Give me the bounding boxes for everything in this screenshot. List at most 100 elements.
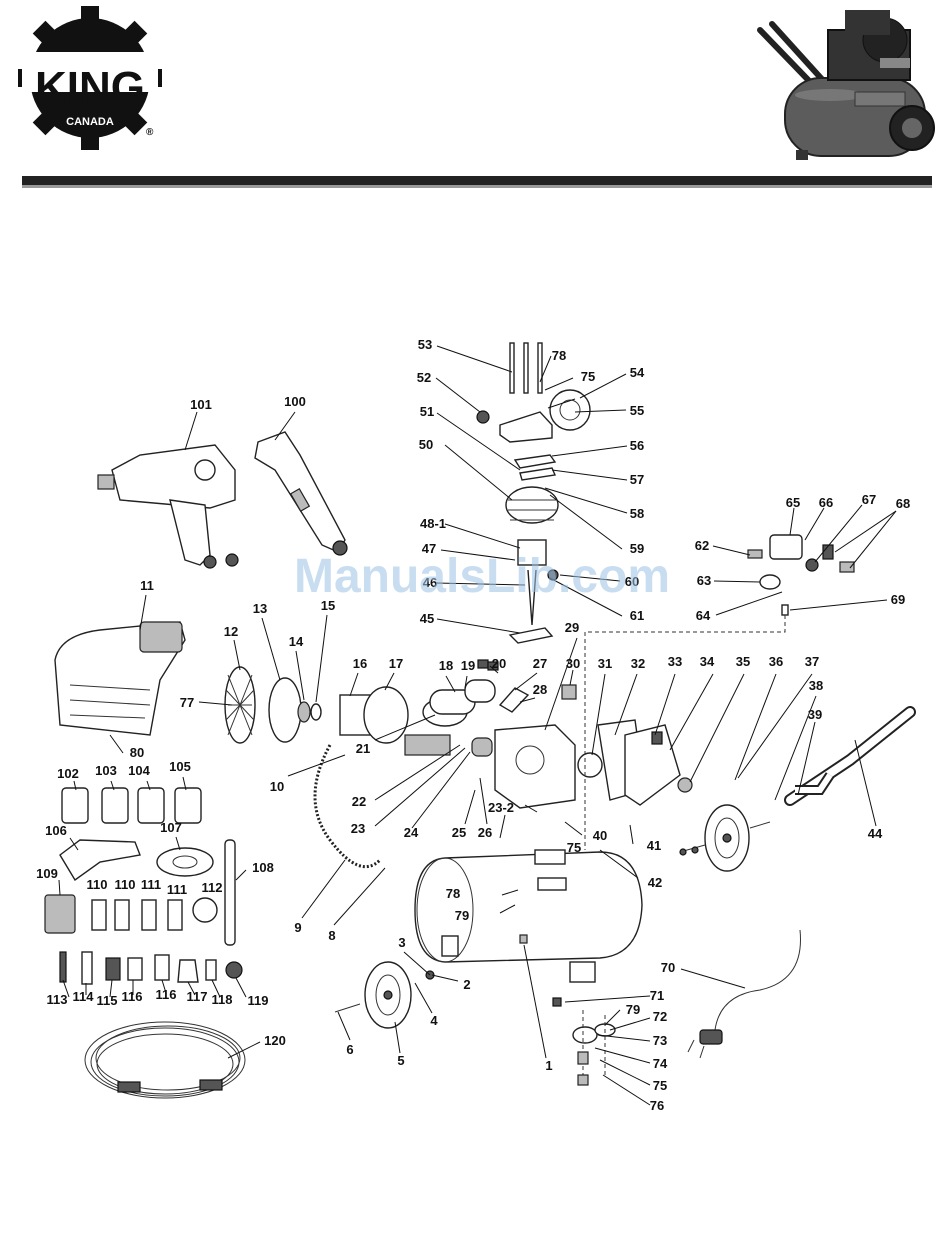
callout-79-tank: 79 [455,908,469,923]
callout-17: 17 [389,656,403,671]
callout-72: 72 [653,1009,667,1024]
callout-52: 52 [417,370,431,385]
impact-wrench-drawing [97,444,239,569]
header-rule-shadow [22,185,932,188]
cylinder-head-drawing [476,342,591,644]
callout-110b: 110 [115,877,136,892]
callout-105: 105 [169,759,191,774]
cover-plates-drawing [577,719,693,806]
wheel-left-drawing [334,961,435,1029]
callout-56: 56 [630,438,644,453]
callout-19: 19 [461,658,475,673]
callout-11: 11 [140,578,154,593]
callout-12: 12 [224,624,238,639]
callout-15: 15 [321,598,335,613]
callout-36: 36 [769,654,783,669]
callout-59: 59 [630,541,644,556]
air-ratchet-drawing [254,431,348,556]
callout-111b: 111 [167,882,187,897]
callout-69: 69 [891,592,905,607]
callout-106: 106 [45,823,67,838]
callout-54: 54 [630,365,645,380]
callout-115: 115 [97,993,118,1008]
callout-42: 42 [648,875,662,890]
header-rule [22,176,932,185]
callout-77: 77 [180,695,194,710]
callout-51: 51 [420,404,434,419]
callout-47: 47 [422,541,436,556]
brand-logo: KING CANADA ® [18,6,162,150]
sockets-drawing [61,787,202,824]
callout-68: 68 [896,496,910,511]
wheel-right-drawing [679,804,771,872]
callout-24: 24 [404,825,419,840]
callout-67: 67 [862,492,876,507]
callout-107: 107 [160,820,182,835]
watermark: ManualsLib.com [294,550,670,603]
capacitor-drawing [429,659,530,715]
callout-118: 118 [212,992,233,1007]
callout-104: 104 [128,763,150,778]
power-cord-drawing [687,929,801,1059]
callout-111a: 111 [141,877,161,892]
fan-drawing [224,666,256,744]
callout-73: 73 [653,1033,667,1048]
callout-53: 53 [418,337,432,352]
accessories-drawing [44,839,243,985]
callout-61: 61 [630,608,644,623]
callout-113: 113 [47,992,68,1007]
callout-116a: 116 [122,989,143,1004]
callout-110a: 110 [87,877,108,892]
crankcase-drawing [494,684,577,809]
foot-parts-drawing [552,997,616,1086]
callout-50: 50 [419,437,433,452]
callout-39: 39 [808,707,822,722]
callout-63: 63 [697,573,711,588]
shroud-drawing [54,621,186,736]
callout-112: 112 [202,880,223,895]
callout-2: 2 [463,977,470,992]
callout-32: 32 [631,656,645,671]
callout-109: 109 [36,866,58,881]
callout-18: 18 [439,658,453,673]
callout-48-1: 48-1 [420,516,446,531]
callout-70: 70 [661,960,675,975]
callout-80: 80 [130,745,144,760]
callout-120: 120 [264,1033,286,1048]
callout-3: 3 [398,935,405,950]
coil-hose-drawing [313,744,382,869]
callout-78-tank: 78 [446,886,460,901]
callout-78-head: 78 [552,348,566,363]
callout-23: 23 [351,821,365,836]
callout-41: 41 [647,838,661,853]
callout-9: 9 [294,920,301,935]
callout-64: 64 [696,608,711,623]
callout-27: 27 [533,656,547,671]
brand-name: KING [35,63,145,112]
callout-71: 71 [650,988,664,1003]
callout-14: 14 [289,634,304,649]
callout-55: 55 [630,403,644,418]
callout-65: 65 [786,495,800,510]
callout-35: 35 [736,654,750,669]
callout-13: 13 [253,601,267,616]
callout-58: 58 [630,506,644,521]
callout-31: 31 [598,656,612,671]
callout-45: 45 [420,611,434,626]
air-hose-drawing [84,1021,246,1099]
callout-76: 76 [650,1098,664,1113]
callout-108: 108 [252,860,274,875]
callout-75-head: 75 [581,369,595,384]
callout-26: 26 [478,825,492,840]
callout-29: 29 [565,620,579,635]
callout-100: 100 [284,394,306,409]
callout-62: 62 [695,538,709,553]
callout-119: 119 [248,993,269,1008]
callout-30: 30 [566,656,580,671]
motor-drawing [268,677,493,757]
callout-25: 25 [452,825,466,840]
callout-117: 117 [187,989,208,1004]
callout-75-foot: 75 [653,1078,667,1093]
callout-10: 10 [270,779,284,794]
